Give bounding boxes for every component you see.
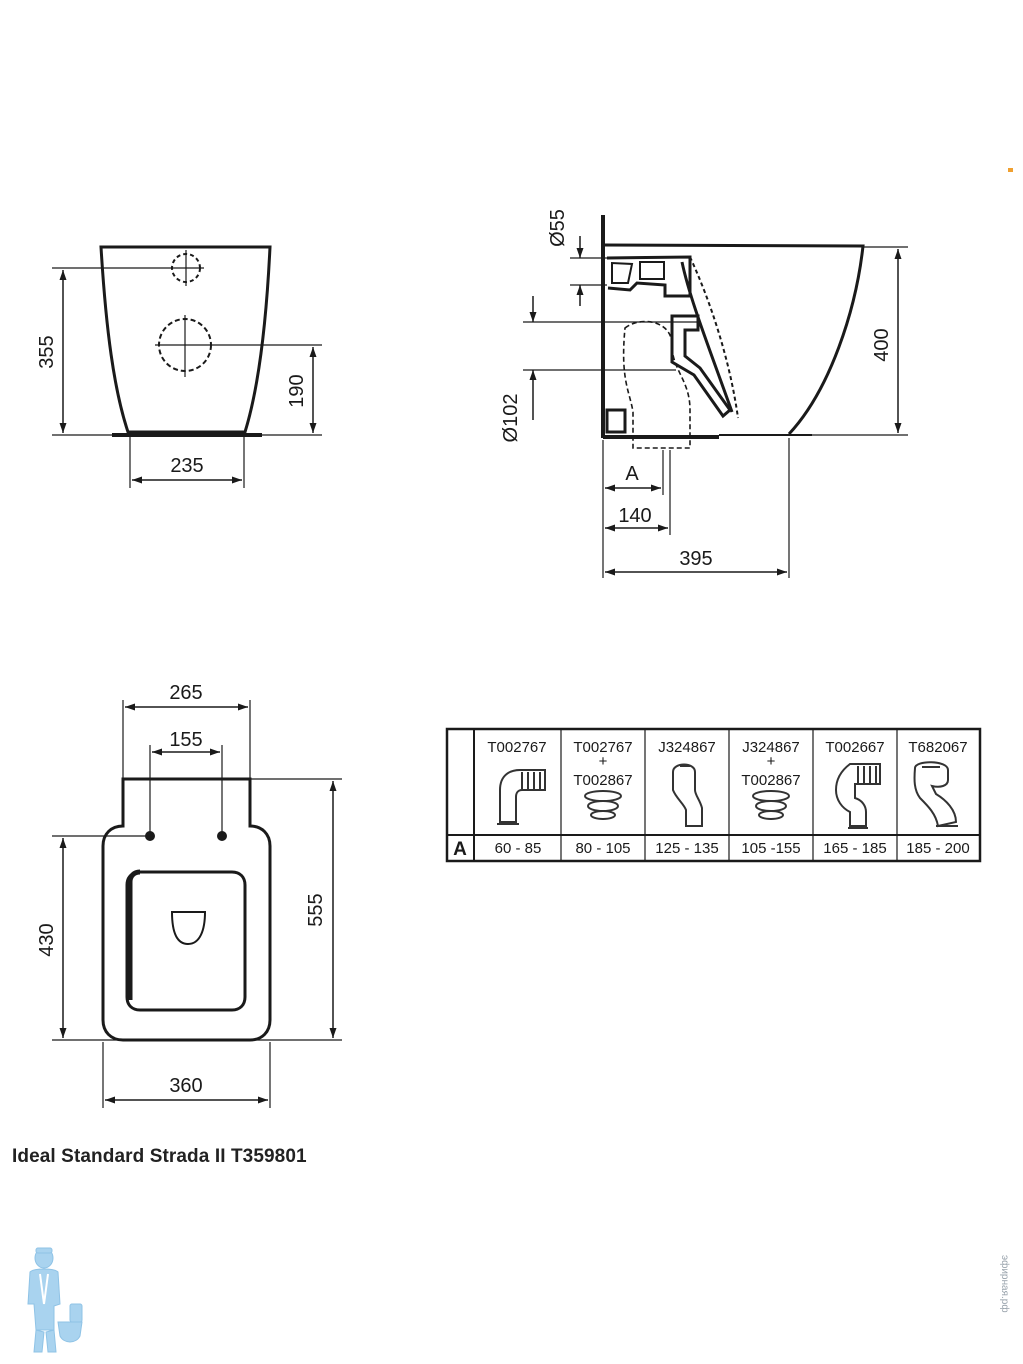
dim-555: 555 bbox=[305, 893, 327, 926]
table-code-6: T682067 bbox=[908, 739, 967, 756]
table-range-3: 125 - 135 bbox=[655, 840, 718, 857]
dim-d102: Ø102 bbox=[500, 394, 522, 443]
table-range-6: 185 - 200 bbox=[906, 840, 969, 857]
dim-430: 430 bbox=[36, 923, 58, 956]
plumber-logo-icon bbox=[27, 1247, 83, 1353]
connector-gasket-icon bbox=[584, 790, 622, 820]
front-view bbox=[52, 245, 322, 488]
outlet-pipe-dashed bbox=[622, 320, 691, 449]
fixing-hole-right bbox=[217, 831, 227, 841]
table-row-label: A bbox=[453, 839, 467, 860]
table-range-1: 60 - 85 bbox=[495, 840, 542, 857]
dim-A: A bbox=[625, 463, 639, 485]
dim-400: 400 bbox=[871, 328, 893, 361]
table-code-4: J324867 bbox=[742, 739, 800, 756]
connector-straight-icon bbox=[672, 763, 703, 827]
table-range-5: 165 - 185 bbox=[823, 840, 886, 857]
dim-190: 190 bbox=[286, 374, 308, 407]
top-view bbox=[52, 700, 342, 1108]
table-code2-4: T002867 bbox=[741, 772, 800, 789]
table-plus-4: + bbox=[767, 753, 776, 770]
table-range-4: 105 -155 bbox=[741, 840, 800, 857]
connector-bend-icon bbox=[497, 769, 546, 825]
front-view-outline bbox=[99, 245, 272, 434]
dim-155: 155 bbox=[169, 729, 202, 751]
watermark-text: эфирная.рф bbox=[999, 1255, 1010, 1313]
product-caption: Ideal Standard Strada II T359801 bbox=[12, 1146, 307, 1167]
dim-395: 395 bbox=[679, 548, 712, 570]
table-code2-2: T002867 bbox=[573, 772, 632, 789]
corner-mark bbox=[1008, 168, 1013, 172]
side-view-outline bbox=[602, 243, 865, 436]
dim-265: 265 bbox=[169, 682, 202, 704]
dim-355: 355 bbox=[36, 335, 58, 368]
dim-d55: Ø55 bbox=[547, 209, 569, 247]
seat-opening bbox=[125, 870, 247, 1012]
table-plus-2: + bbox=[599, 753, 608, 770]
watermark: эфирная.рф bbox=[994, 1255, 1014, 1355]
fixing-hole-left bbox=[145, 831, 155, 841]
connector-flex-icon bbox=[913, 761, 958, 828]
connector-table: A T002767 60 - 85 T002767 + T002867 80 -… bbox=[445, 727, 982, 863]
table-code-3: J324867 bbox=[658, 739, 716, 756]
dim-360: 360 bbox=[169, 1075, 202, 1097]
dim-235: 235 bbox=[170, 455, 203, 477]
table-code-1: T002767 bbox=[487, 739, 546, 756]
connector-gasket-icon bbox=[752, 790, 790, 820]
side-view bbox=[523, 215, 908, 578]
connector-offset-icon bbox=[834, 763, 881, 829]
table-range-2: 80 - 105 bbox=[575, 840, 630, 857]
bowl-opening bbox=[170, 911, 207, 946]
dim-140: 140 bbox=[618, 505, 651, 527]
table-code-5: T002667 bbox=[825, 739, 884, 756]
table-code-2: T002767 bbox=[573, 739, 632, 756]
